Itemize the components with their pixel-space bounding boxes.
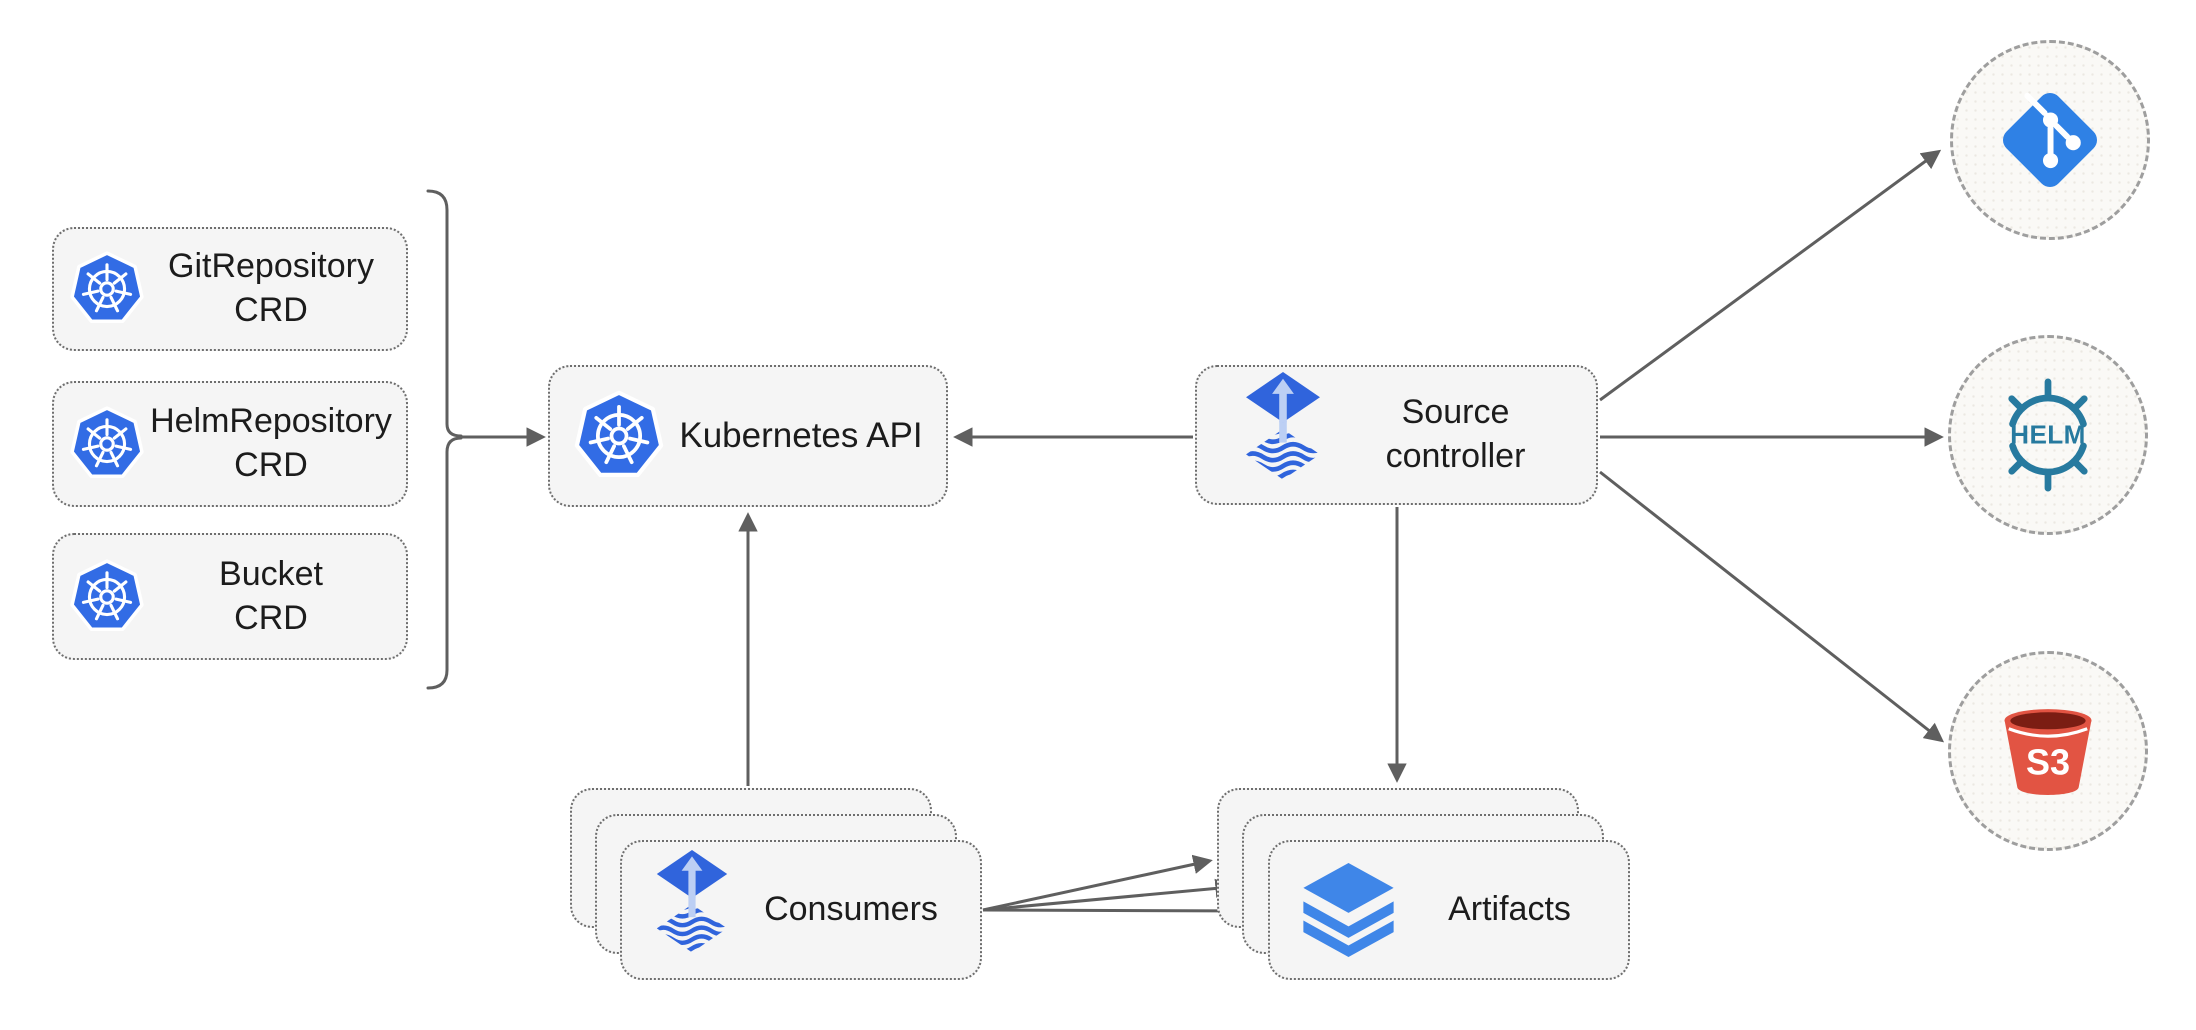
- arrow-source-to-s3: [1599, 470, 1945, 743]
- helm-wordmark: HELM: [2010, 419, 2086, 449]
- consumers-label: Consumers: [764, 890, 938, 929]
- kubernetes-icon: [68, 405, 146, 483]
- node-kubernetes-api: Kubernetes API: [548, 365, 948, 507]
- arrow-consumers-to-artifacts-2: [982, 878, 1235, 912]
- kubernetes-icon: [68, 250, 146, 328]
- layers-icon: [1296, 862, 1401, 958]
- kubernetes-icon: [572, 389, 666, 483]
- arrow-source-to-git: [1599, 149, 1942, 402]
- flux-icon: [652, 850, 732, 970]
- artifacts-label: Artifacts: [1448, 890, 1571, 929]
- node-git: [1950, 40, 2150, 240]
- flux-icon: [1241, 372, 1325, 498]
- kubernetes-api-label: Kubernetes API: [679, 415, 923, 455]
- arrow-consumers-to-artifacts-1: [982, 854, 1213, 912]
- node-artifacts: Artifacts: [1268, 840, 1630, 980]
- kubernetes-icon: [68, 558, 146, 636]
- git-icon: [1996, 86, 2104, 194]
- crd-group-bracket: [426, 189, 463, 690]
- node-s3: S3: [1948, 651, 2148, 851]
- s3-wordmark: S3: [2026, 741, 2070, 782]
- helm-icon: HELM: [1989, 376, 2107, 494]
- s3-bucket-icon: S3: [1995, 698, 2101, 804]
- node-helm: HELM: [1948, 335, 2148, 535]
- node-consumers: Consumers: [620, 840, 982, 980]
